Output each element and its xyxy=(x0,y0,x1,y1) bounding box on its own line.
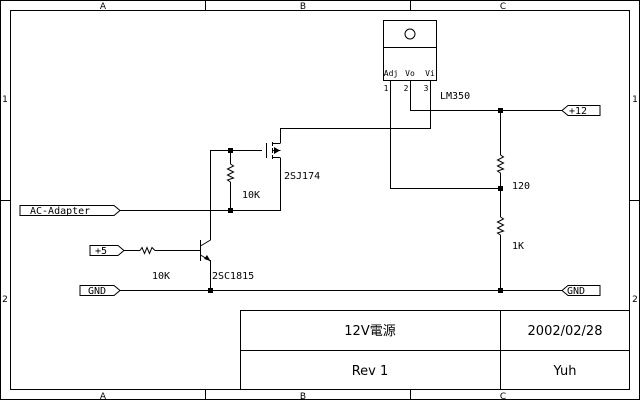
port-gnd-left xyxy=(79,285,121,296)
regulator-pin-vi: Vi xyxy=(425,69,435,78)
port-plus5 xyxy=(89,245,125,256)
regulator-lm350 xyxy=(383,20,437,87)
transistor-2sc1815 xyxy=(200,239,211,262)
zone-label-bottom: B xyxy=(300,392,306,400)
zone-label-right: 1 xyxy=(632,95,638,105)
regulator-pin-number: 2 xyxy=(404,84,409,93)
port-gnd-right xyxy=(561,285,601,296)
resistor-base-label: 10K xyxy=(152,271,170,282)
resistor-120-label: 120 xyxy=(512,181,530,192)
port-plus5-label: +5 xyxy=(95,246,107,257)
regulator-pin-vo: Vo xyxy=(405,69,415,78)
resistor-120 xyxy=(496,154,505,174)
mosfet-2sj174 xyxy=(266,142,281,159)
mosfet-label: 2SJ174 xyxy=(284,171,320,182)
transistor-label: 2SC1815 xyxy=(212,271,254,282)
resistor-gate xyxy=(226,163,235,183)
junction-dots xyxy=(208,108,503,293)
port-plus12 xyxy=(561,105,601,116)
zone-label-right: 2 xyxy=(632,295,638,305)
regulator-pin-adj: Adj xyxy=(384,69,398,78)
zone-label-top: A xyxy=(100,2,107,12)
title-block xyxy=(240,310,630,390)
title-block-date: 2002/02/28 xyxy=(528,324,603,339)
wires xyxy=(120,87,562,291)
port-plus12-label: +12 xyxy=(569,106,587,117)
regulator-pin-number: 1 xyxy=(384,84,389,93)
title-block-revision: Rev 1 xyxy=(352,364,389,379)
resistor-base xyxy=(139,246,156,255)
zone-label-top: B xyxy=(300,2,306,12)
port-ac-adapter xyxy=(19,205,121,216)
resistor-1k-label: 1K xyxy=(512,241,524,252)
port-ac-adapter-label: AC-Adapter xyxy=(30,206,90,217)
title-block-author: Yuh xyxy=(553,364,577,379)
resistor-gate-label: 10K xyxy=(242,190,260,201)
zone-label-bottom: A xyxy=(100,392,107,400)
regulator-pin-number: 3 xyxy=(424,84,429,93)
zone-label-left: 1 xyxy=(2,95,8,105)
title-block-title: 12V電源 xyxy=(344,324,395,339)
regulator-label: LM350 xyxy=(440,91,470,102)
zone-label-bottom: C xyxy=(500,392,506,400)
resistor-1k xyxy=(496,216,505,236)
port-gnd-left-label: GND xyxy=(88,286,106,297)
zone-label-top: C xyxy=(500,2,506,12)
port-gnd-right-label: GND xyxy=(567,286,585,297)
zone-label-left: 2 xyxy=(2,295,8,305)
